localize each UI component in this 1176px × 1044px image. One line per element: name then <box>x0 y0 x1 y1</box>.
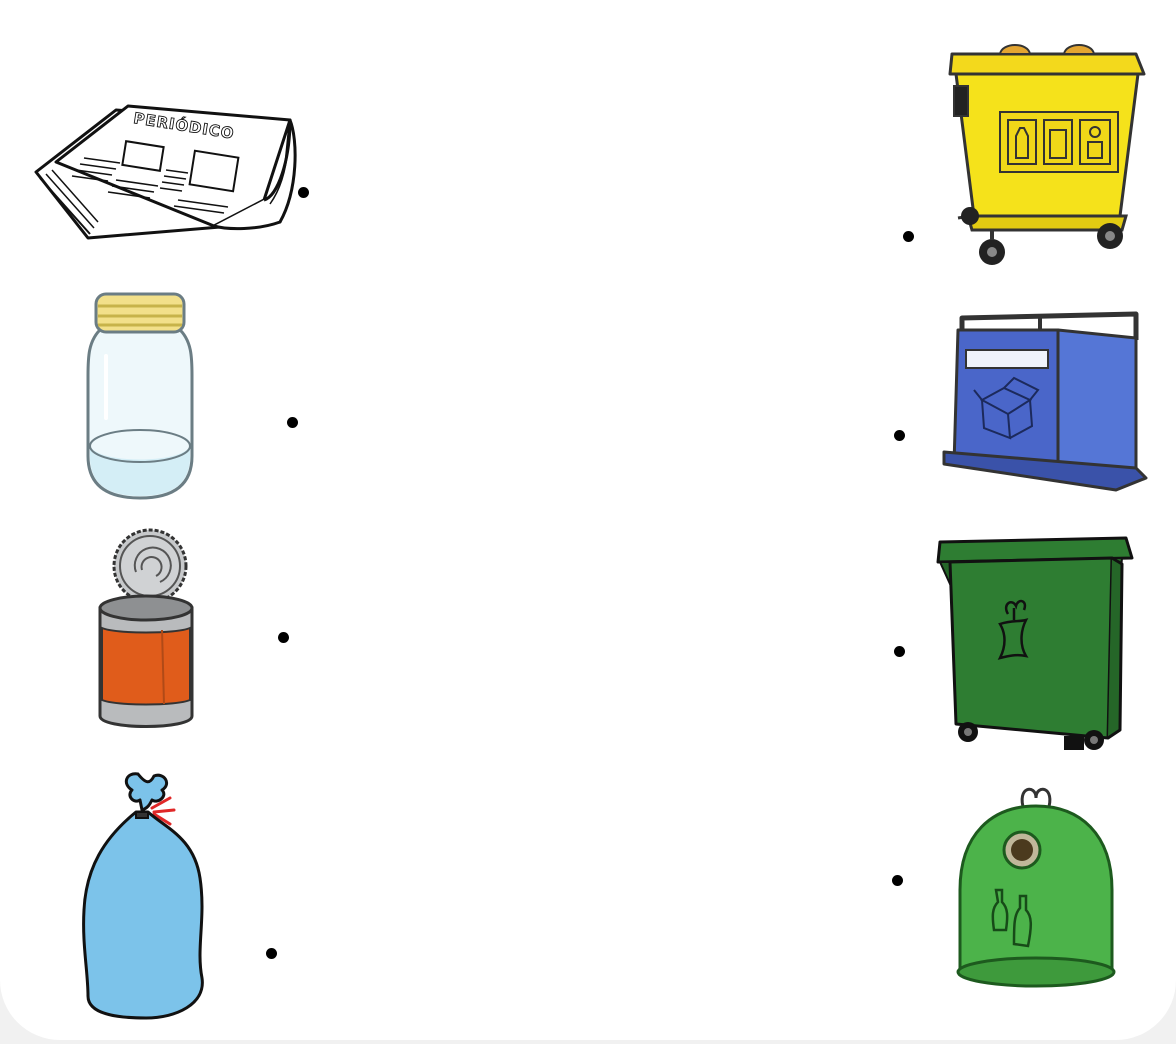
blue-bin-match-dot[interactable] <box>894 430 905 441</box>
glass-igloo-icon <box>952 780 1122 1002</box>
trash-bag-icon <box>76 768 210 1024</box>
yellow-bin-match-dot[interactable] <box>903 231 914 242</box>
tin-can-icon <box>96 526 198 732</box>
glass-jar-match-dot[interactable] <box>287 417 298 428</box>
yellow-bin-icon <box>944 40 1148 272</box>
green-bin-icon <box>936 528 1136 760</box>
blue-bin-icon <box>940 304 1150 494</box>
glass-jar-icon <box>84 288 196 502</box>
tin-can-match-dot[interactable] <box>278 632 289 643</box>
glass-igloo-match-dot[interactable] <box>892 875 903 886</box>
green-bin-match-dot[interactable] <box>894 646 905 657</box>
trash-bag-match-dot[interactable] <box>266 948 277 959</box>
newspaper-match-dot[interactable] <box>298 187 309 198</box>
newspaper-icon: PERIÓDICO <box>28 100 300 240</box>
